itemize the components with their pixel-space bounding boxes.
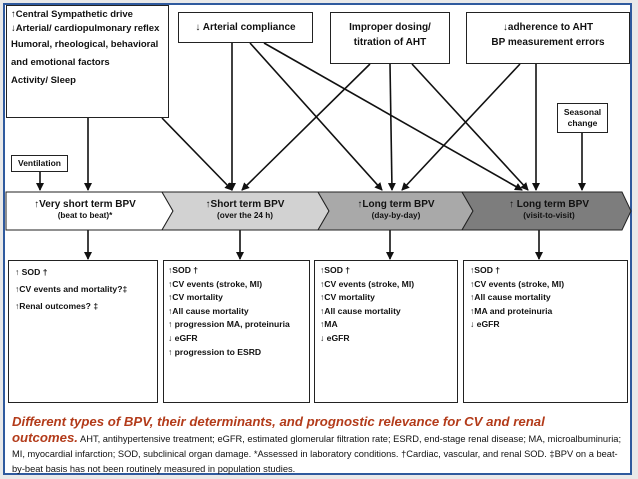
outcome-item: ↑ progression to ESRD: [168, 346, 262, 357]
outcome-item: ↑ progression MA, proteinuria: [168, 319, 290, 330]
caption-text: AHT, antihypertensive treatment; eGFR, e…: [12, 434, 622, 475]
neural-factor-reflex: ↓Arterial/ cardiopulmonary reflex: [11, 23, 160, 34]
caption-title: Different types of BPV, their determinan…: [12, 414, 545, 429]
outcome-item: ↑MA and proteinuria: [470, 305, 553, 316]
bpv-short-sub: (over the 24 h): [217, 211, 273, 220]
outcome-item: ↑Renal outcomes? ‡: [15, 301, 99, 311]
adherence-box: ↓adherence to AHT BP measurement errors: [466, 12, 630, 64]
arrow-neural-to-short: [161, 117, 233, 191]
outcome-item: ↑CV events (stroke, MI): [470, 278, 565, 289]
dosing-label-line1: Improper dosing/: [349, 22, 431, 33]
neural-factors-box: ↑Central Sympathetic drive ↓Arterial/ ca…: [6, 5, 169, 118]
caption-body: outcomes. AHT, antihypertensive treatmen…: [12, 430, 624, 478]
arrow-arterial-to-long-visit: [263, 42, 523, 191]
neural-factor-emotional: and emotional factors: [11, 57, 110, 68]
outcome-item: ↑CV events (stroke, MI): [168, 278, 263, 289]
outcome-box-short: ↑SOD † ↑CV events (stroke, MI) ↑CV morta…: [163, 260, 310, 403]
dosing-label-line2: titration of AHT: [353, 37, 427, 48]
neural-factor-activity: Activity/ Sleep: [11, 75, 76, 86]
ventilation-box: Ventilation: [11, 155, 68, 172]
outcome-item: ↑CV events (stroke, MI): [320, 278, 415, 289]
outcome-box-long-visit: ↑SOD † ↑CV events (stroke, MI) ↑All caus…: [463, 260, 628, 403]
arrow-dosing-to-long-visit: [411, 63, 529, 191]
bpv-short-title: ↑Short term BPV: [205, 199, 285, 210]
outcome-item: ↑CV mortality: [168, 292, 223, 303]
adherence-label-line2: BP measurement errors: [491, 37, 605, 48]
arterial-compliance-label: ↓ Arterial compliance: [195, 22, 296, 33]
outcome-box-long-daybyday: ↑SOD † ↑CV events (stroke, MI) ↑CV morta…: [314, 260, 458, 403]
arrow-adherence-to-long-daybyday: [401, 63, 521, 191]
outcome-item: ↓ eGFR: [320, 332, 350, 343]
bpv-long-visit-sub: (visit-to-visit): [523, 211, 575, 220]
dosing-box: Improper dosing/ titration of AHT: [330, 12, 450, 64]
outcome-item: ↑All cause mortality: [320, 305, 401, 316]
arrow-dosing-to-long-daybyday: [387, 63, 396, 191]
outcome-item: ↑CV events and mortality?‡: [15, 284, 128, 294]
arterial-compliance-box: ↓ Arterial compliance: [178, 12, 313, 43]
outcome-item: ↑ SOD †: [15, 267, 48, 277]
outcome-item: ↑SOD †: [470, 265, 501, 275]
seasonal-label-line2: change: [567, 118, 598, 128]
adherence-label-line1: ↓adherence to AHT: [502, 22, 594, 33]
outcome-item: ↑SOD †: [320, 265, 351, 275]
bpv-long-visit: ↑ Long term BPV (visit-to-visit): [474, 199, 624, 221]
outcome-item: ↑CV mortality: [320, 292, 375, 303]
seasonal-change-box: Seasonal change: [557, 103, 608, 133]
bpv-very-short: ↑Very short term BPV (beat to beat)*: [10, 199, 160, 221]
outcome-item: ↓ eGFR: [168, 332, 198, 343]
bpv-long-daybyday-title: ↑Long term BPV: [357, 199, 435, 210]
bpv-chevron-long-visit: [461, 191, 632, 231]
bpv-very-short-title: ↑Very short term BPV: [34, 199, 136, 210]
neural-factor-humoral: Humoral, rheological, behavioral: [11, 39, 159, 50]
outcome-box-very-short: ↑ SOD † ↑CV events and mortality?‡ ↑Rena…: [8, 260, 158, 403]
bpv-short: ↑Short term BPV (over the 24 h): [172, 199, 318, 221]
caption-lead: outcomes.: [12, 430, 78, 445]
bpv-very-short-sub: (beat to beat)*: [57, 211, 113, 220]
bpv-long-visit-title: ↑ Long term BPV: [508, 199, 589, 210]
ventilation-label: Ventilation: [18, 158, 61, 168]
outcome-item: ↓ eGFR: [470, 319, 500, 330]
outcome-item: ↑All cause mortality: [168, 305, 249, 316]
bpv-long-daybyday-sub: (day-by-day): [371, 211, 421, 220]
seasonal-label-line1: Seasonal: [563, 107, 602, 117]
neural-factor-sympathetic: ↑Central Sympathetic drive: [11, 9, 133, 20]
bpv-long-daybyday: ↑Long term BPV (day-by-day): [328, 199, 464, 221]
outcome-item: ↑MA: [320, 319, 338, 330]
arrow-dosing-to-short: [241, 63, 371, 191]
outcome-item: ↑All cause mortality: [470, 292, 551, 303]
outcome-item: ↑SOD †: [168, 265, 199, 275]
